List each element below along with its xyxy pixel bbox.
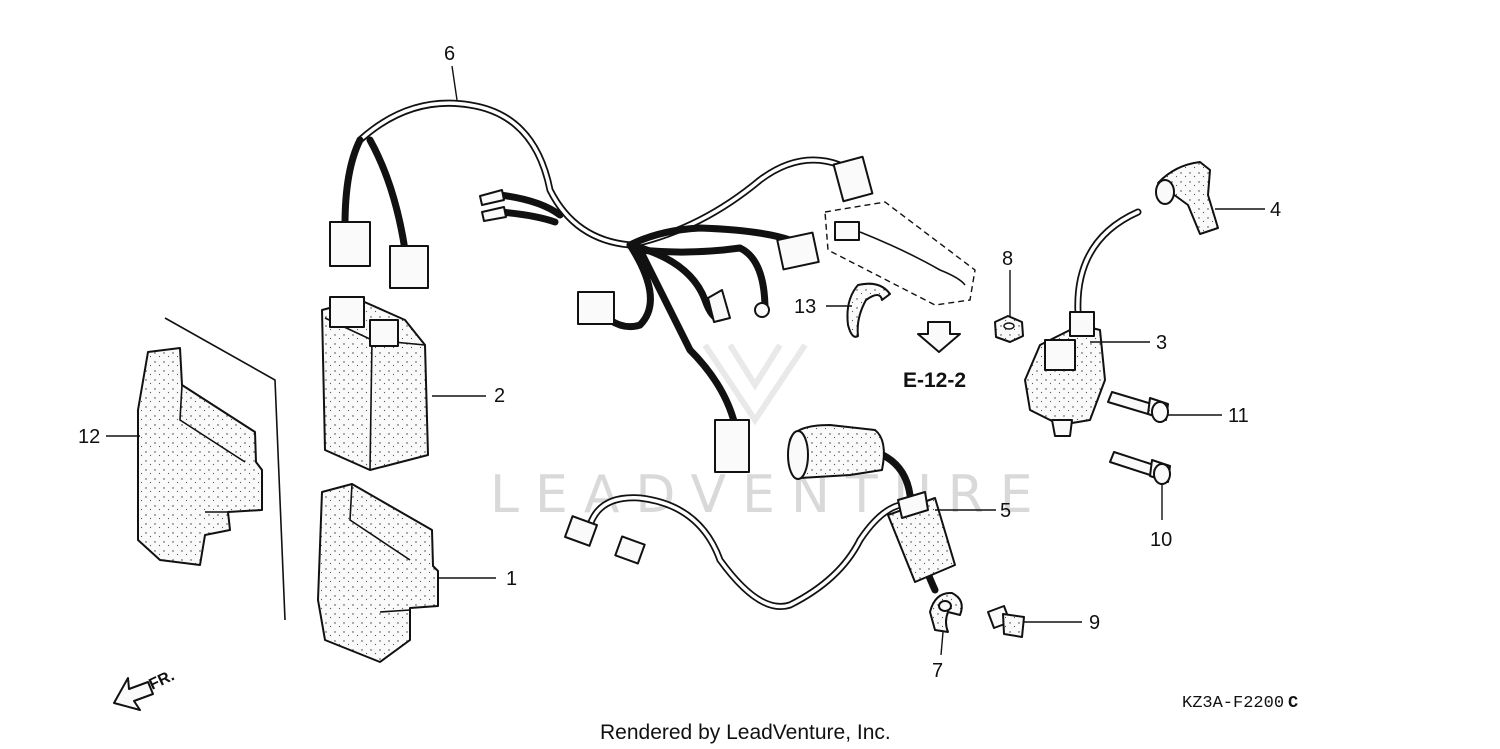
harness-connector <box>577 291 615 325</box>
reference-subharness <box>824 201 976 306</box>
ecu-connector <box>329 296 365 328</box>
callout-5[interactable]: 5 <box>1000 500 1011 522</box>
coil-base <box>1051 419 1073 437</box>
part-9-bolt[interactable] <box>987 605 1025 638</box>
part-3-ignition-coil[interactable] <box>1024 208 1142 437</box>
part-8-nut[interactable] <box>994 315 1024 343</box>
callout-4[interactable]: 4 <box>1270 199 1281 221</box>
sub-harness-connector <box>614 535 646 565</box>
part-6-wire-harness[interactable] <box>329 99 874 473</box>
part-12-cover[interactable] <box>137 347 263 566</box>
harness-connector <box>776 231 820 271</box>
callout-7[interactable]: 7 <box>932 660 943 682</box>
part-5-sub-harness[interactable] <box>564 424 956 610</box>
part-1-cover[interactable] <box>317 483 439 663</box>
subharness-connector <box>834 221 860 241</box>
sub-harness-connector <box>564 515 598 547</box>
harness-ring-terminal <box>754 302 770 318</box>
callout-8[interactable]: 8 <box>1002 248 1013 270</box>
harness-terminal <box>479 189 505 206</box>
part-4-plug-cap[interactable] <box>1155 161 1219 235</box>
watermark-text: LEADVENTURE <box>490 465 1049 525</box>
part-7-clamp[interactable] <box>929 591 963 633</box>
harness-terminal <box>481 206 507 222</box>
leader-lines <box>106 65 1265 656</box>
callout-11[interactable]: 11 <box>1228 405 1249 427</box>
harness-connector <box>329 221 371 267</box>
harness-terminal <box>707 289 731 323</box>
callout-13[interactable]: 13 <box>794 296 816 318</box>
callout-1[interactable]: 1 <box>506 568 517 590</box>
front-direction-label: FR. <box>147 667 178 693</box>
callout-10[interactable]: 10 <box>1150 529 1172 551</box>
callout-2[interactable]: 2 <box>494 385 505 407</box>
callout-9[interactable]: 9 <box>1089 612 1100 634</box>
callout-3[interactable]: 3 <box>1156 332 1167 354</box>
watermark-logo <box>702 343 808 426</box>
coil-boot <box>1069 311 1095 337</box>
callout-12[interactable]: 12 <box>78 426 100 448</box>
divider-line <box>164 317 286 621</box>
harness-connector <box>714 419 750 473</box>
part-2-ecu[interactable] <box>321 296 429 471</box>
callouts: 1 2 3 4 5 6 7 8 9 10 11 12 13 <box>78 43 1281 682</box>
part-11-bolt[interactable] <box>1107 391 1169 423</box>
harness-connector <box>389 245 429 289</box>
callout-6[interactable]: 6 <box>444 43 455 65</box>
coil-terminal-block <box>1044 339 1076 371</box>
front-direction-arrow: FR. <box>113 667 178 711</box>
harness-connector <box>832 155 874 203</box>
footer-credit: Rendered by LeadVenture, Inc. <box>600 721 891 744</box>
sub-harness-grommet <box>897 491 929 519</box>
ecu-connector <box>369 319 399 347</box>
part-10-bolt[interactable] <box>1109 451 1171 485</box>
part-13-clamp[interactable] <box>846 282 891 338</box>
reference-arrow <box>917 321 961 353</box>
reference-label[interactable]: E-12-2 <box>903 369 966 392</box>
